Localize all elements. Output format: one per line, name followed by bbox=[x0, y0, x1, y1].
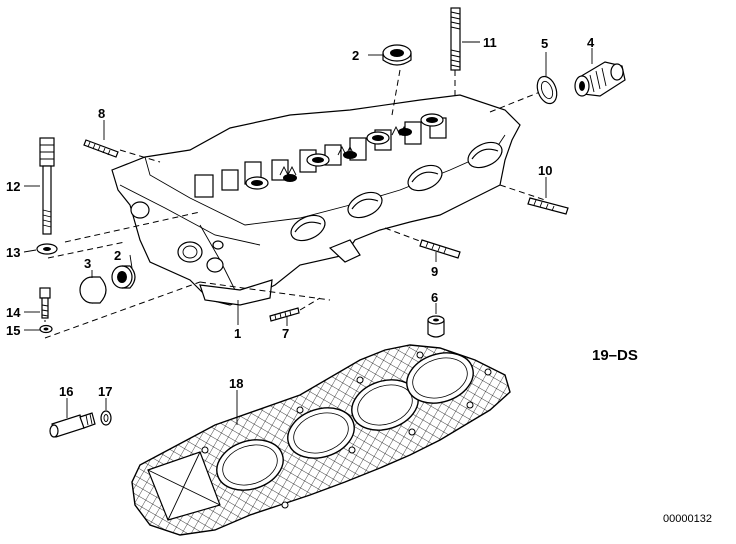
diagram-code: 19–DS bbox=[592, 347, 638, 364]
callout-labels: 1 2 2 3 4 5 6 7 8 9 10 11 12 13 14 15 16… bbox=[6, 35, 712, 525]
callout-17: 17 bbox=[98, 384, 112, 399]
assembly-guide-lines bbox=[44, 69, 546, 339]
callout-2-lower: 2 bbox=[114, 248, 121, 263]
part-14-bolt[interactable] bbox=[39, 287, 51, 319]
callout-2-top: 2 bbox=[352, 48, 359, 63]
part-4-plug[interactable] bbox=[574, 61, 626, 97]
callout-18: 18 bbox=[229, 376, 243, 391]
part-3-cap[interactable] bbox=[79, 276, 107, 304]
callout-11: 11 bbox=[483, 35, 497, 50]
part-17-ring[interactable] bbox=[100, 410, 112, 426]
callout-8: 8 bbox=[98, 106, 105, 121]
reference-number: 00000132 bbox=[663, 513, 712, 525]
callout-9: 9 bbox=[431, 264, 438, 279]
part-15-washer[interactable] bbox=[39, 324, 53, 334]
head-gasket[interactable] bbox=[131, 344, 511, 536]
part-7-stud[interactable] bbox=[269, 307, 300, 322]
part-9-stud[interactable] bbox=[419, 239, 461, 259]
part-13-washer[interactable] bbox=[36, 243, 58, 255]
part-10-stud[interactable] bbox=[527, 197, 569, 215]
leader-lines bbox=[23, 41, 593, 425]
callout-3: 3 bbox=[84, 256, 91, 271]
callout-6: 6 bbox=[431, 290, 438, 305]
part-8-stud[interactable] bbox=[83, 139, 119, 158]
part-16-pin[interactable] bbox=[49, 412, 96, 438]
callout-5: 5 bbox=[541, 36, 548, 51]
part-6-sleeve[interactable] bbox=[427, 315, 445, 338]
callout-1: 1 bbox=[234, 326, 241, 341]
callout-15: 15 bbox=[6, 323, 20, 338]
cylinder-head[interactable] bbox=[111, 94, 521, 306]
part-11-stud[interactable] bbox=[450, 7, 461, 71]
callout-12: 12 bbox=[6, 179, 20, 194]
callout-7: 7 bbox=[282, 326, 289, 341]
part-2-top-seal[interactable] bbox=[382, 44, 412, 66]
part-5-washer[interactable] bbox=[534, 74, 560, 106]
callout-14: 14 bbox=[6, 305, 21, 320]
part-12-bolt[interactable] bbox=[39, 137, 55, 235]
callout-13: 13 bbox=[6, 245, 20, 260]
callout-16: 16 bbox=[59, 384, 73, 399]
part-2-lower-seal[interactable] bbox=[111, 265, 136, 289]
callout-10: 10 bbox=[538, 163, 552, 178]
callout-4: 4 bbox=[587, 35, 595, 50]
